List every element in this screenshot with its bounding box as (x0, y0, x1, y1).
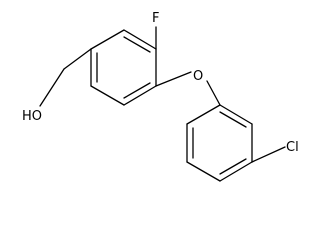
bond-b4 (186, 161, 221, 182)
bond-o-c (206, 80, 221, 106)
bond-c-cl (251, 146, 286, 163)
bond-ch2-o (39, 68, 65, 107)
bond-b3 (219, 161, 253, 182)
bond-ring-ch2 (63, 48, 92, 70)
double-bond-a1 (123, 36, 151, 53)
atom-label-fluorine: F (152, 11, 159, 26)
bond-c-o (155, 71, 192, 87)
ring-b (186, 104, 253, 182)
double-bond-b2 (219, 158, 247, 175)
bond-a6 (90, 29, 125, 50)
atom-label-chlorine: Cl (286, 140, 299, 155)
bond-a4 (90, 85, 125, 106)
atom-label-oxygen: O (193, 69, 203, 84)
bond-a1 (123, 29, 157, 50)
bond-b1 (219, 104, 253, 125)
atom-label-hydroxyl: HO (22, 109, 42, 124)
bond-b6 (186, 104, 221, 125)
double-bond-b1 (219, 111, 247, 128)
bond-a3 (123, 85, 157, 106)
structure-diagram: F O HO Cl (22, 11, 299, 182)
ring-a (90, 29, 157, 106)
double-bond-a2 (123, 82, 151, 99)
